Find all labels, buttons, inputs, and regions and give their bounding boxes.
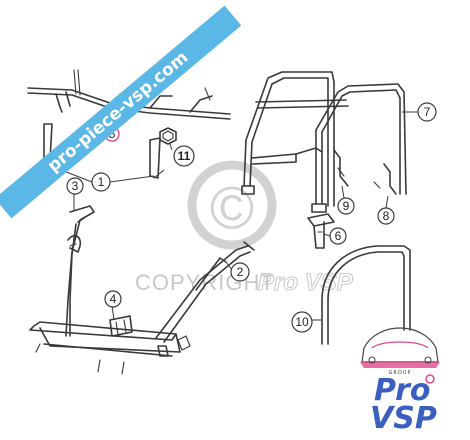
callout-1[interactable]: 1 <box>91 172 111 192</box>
callout-4[interactable]: 4 <box>104 290 122 308</box>
callout-3[interactable]: 3 <box>66 177 84 195</box>
brand-logo: GROUP Pro VSP <box>360 327 440 436</box>
svg-text:9: 9 <box>343 199 350 213</box>
logo-dot-icon <box>425 374 435 384</box>
callout-11[interactable]: 11 <box>173 145 195 167</box>
callout-9[interactable]: 9 <box>337 197 355 215</box>
logo-line1: Pro <box>374 373 430 408</box>
svg-text:4: 4 <box>110 292 117 306</box>
part-lower-frame <box>29 315 181 375</box>
callout-10[interactable]: 10 <box>291 311 313 333</box>
svg-text:8: 8 <box>383 209 390 223</box>
part-hoop <box>321 245 411 345</box>
callout-7[interactable]: 7 <box>417 102 437 122</box>
svg-text:10: 10 <box>295 315 309 329</box>
svg-text:3: 3 <box>72 179 79 193</box>
svg-text:7: 7 <box>424 105 431 119</box>
callout-8[interactable]: 8 <box>377 207 395 225</box>
part-nut <box>159 127 177 145</box>
part-door-bar-9 <box>333 149 349 187</box>
svg-text:6: 6 <box>335 229 342 243</box>
callout-6[interactable]: 6 <box>329 227 347 245</box>
watermark-text: COPYRIGHT <box>135 270 275 295</box>
part-diagonal-tube <box>155 241 255 351</box>
part-mounting-foot <box>307 213 335 249</box>
part-door-bar-8 <box>373 163 397 195</box>
svg-text:1: 1 <box>98 175 105 189</box>
svg-text:11: 11 <box>178 149 191 163</box>
banner-ribbon <box>0 5 242 219</box>
part-roll-cage <box>241 71 407 213</box>
logo-tagline: GROUP <box>389 370 412 376</box>
logo-line2: VSP <box>370 401 437 436</box>
copyright-watermark: © <box>187 160 277 250</box>
watermark-brand: Pro VSP <box>258 269 354 296</box>
copyright-symbol: © <box>210 175 254 242</box>
svg-text:2: 2 <box>237 265 244 279</box>
svg-text:5: 5 <box>109 127 116 141</box>
part-front-tube <box>65 205 95 337</box>
banner-text: pro-piece-vsp.com <box>44 48 192 177</box>
callout-2[interactable]: 2 <box>230 262 250 282</box>
car-silhouette-icon <box>360 327 440 368</box>
